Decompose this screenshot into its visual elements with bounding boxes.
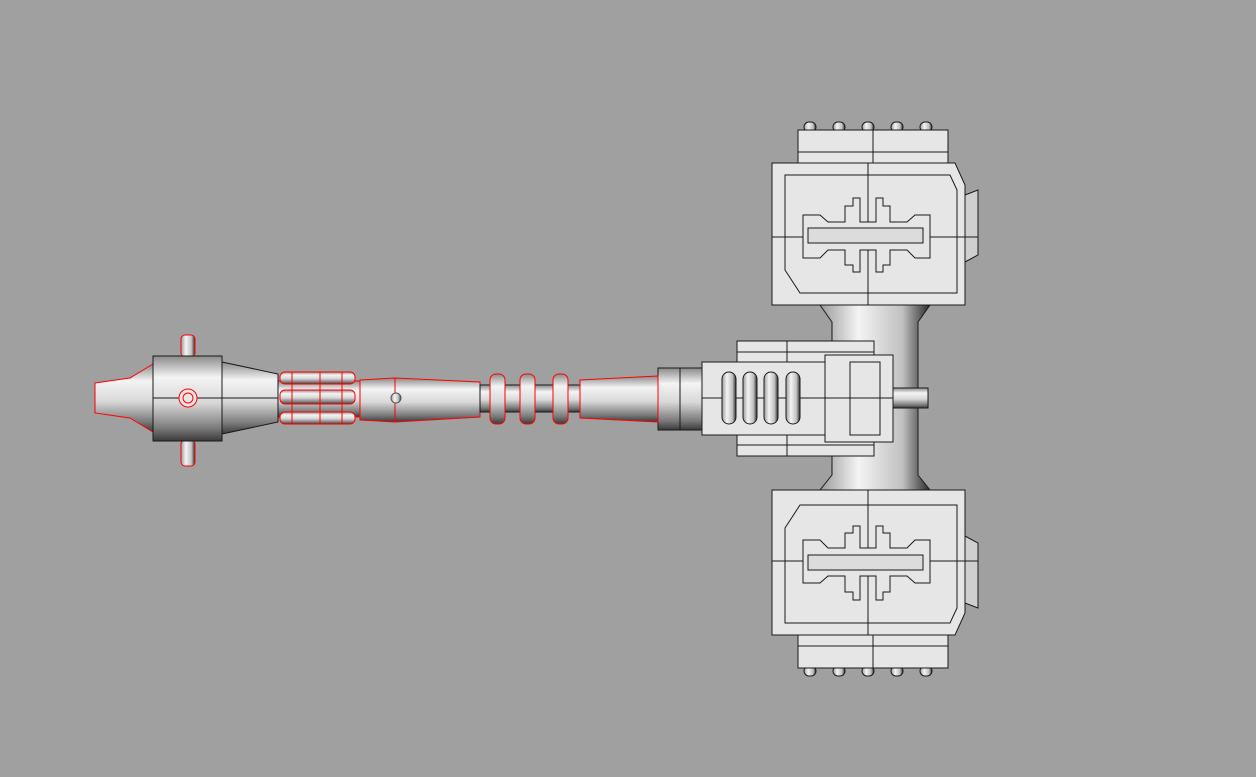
pommel bbox=[94, 334, 279, 467]
hammer-head-bottom bbox=[771, 489, 979, 677]
shaft-ring bbox=[552, 373, 569, 425]
handle-grip bbox=[277, 371, 361, 425]
shaft-ring bbox=[489, 373, 506, 425]
shaft-ring bbox=[519, 373, 536, 425]
handle-socket bbox=[657, 340, 894, 457]
handle-shaft bbox=[359, 373, 659, 425]
hammer-head-top bbox=[771, 121, 979, 306]
